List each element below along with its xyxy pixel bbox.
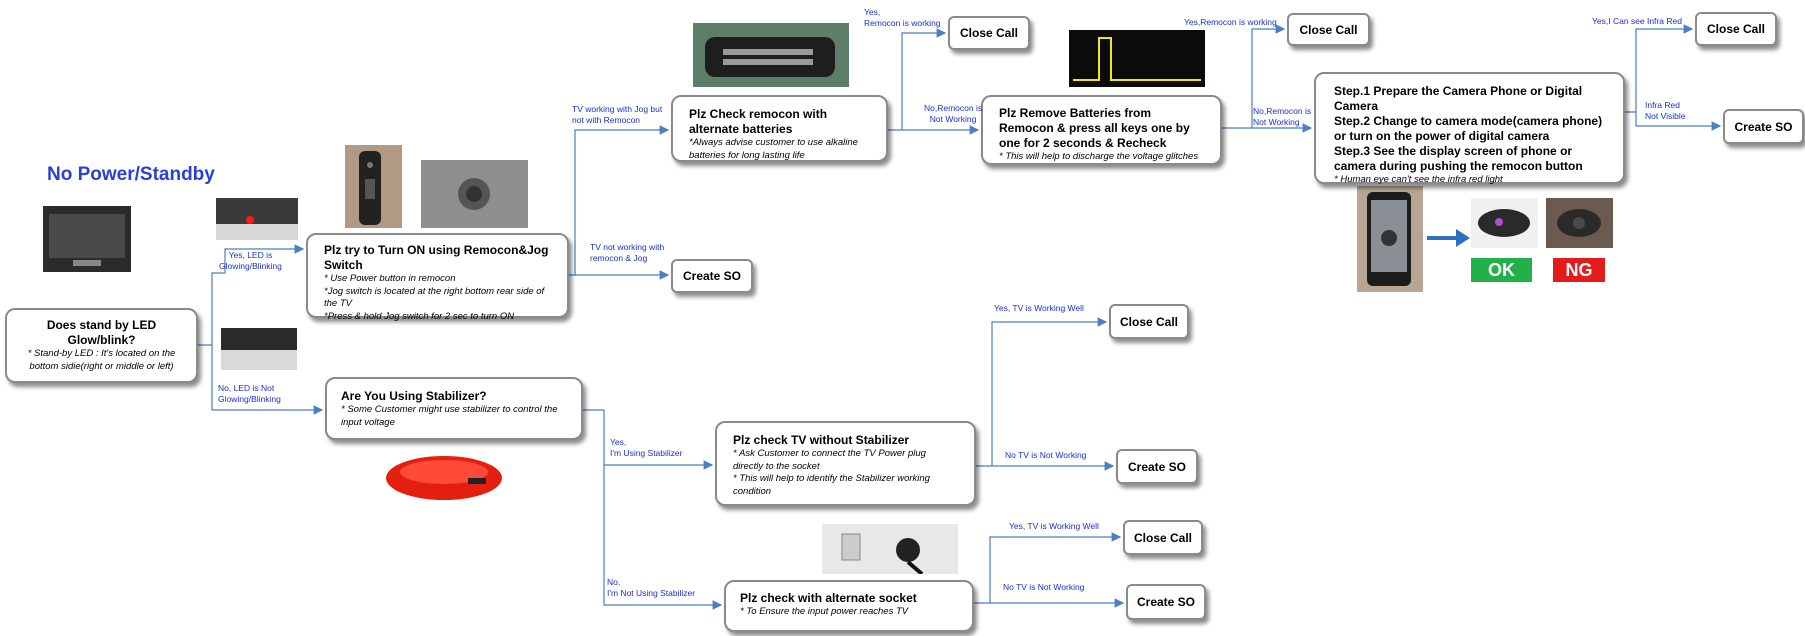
remove-batteries-node: Plz Remove Batteries from Remocon & pres… bbox=[981, 95, 1222, 165]
edge-label-stab-yes: Yes, I'm Using Stabilizer bbox=[610, 437, 683, 458]
edge-label-neither: TV not working with remocon & Jog bbox=[590, 242, 665, 263]
node-title: Plz check TV without Stabilizer bbox=[733, 433, 910, 447]
without-stabilizer-node: Plz check TV without Stabilizer * Ask Cu… bbox=[715, 421, 976, 506]
stabilizer-photo bbox=[382, 450, 510, 502]
ir-visible-photo bbox=[1471, 198, 1538, 248]
node-title: Does stand by LED Glow/blink? bbox=[46, 318, 157, 347]
stand-by-led-question: Does stand by LED Glow/blink? * Stand-by… bbox=[5, 308, 198, 383]
create-so-stabilizer: Create SO bbox=[1116, 449, 1198, 484]
step-2: Step.2 Change to camera mode(camera phon… bbox=[1334, 114, 1603, 143]
stabilizer-question-node: Are You Using Stabilizer? * Some Custome… bbox=[325, 377, 583, 440]
node-title: Plz Remove Batteries from Remocon & pres… bbox=[999, 106, 1190, 150]
remocon-battery-photo bbox=[693, 23, 849, 87]
close-call-remocon: Close Call bbox=[948, 16, 1030, 50]
ok-badge: OK bbox=[1471, 258, 1532, 282]
page-title: No Power/Standby bbox=[47, 164, 215, 185]
edge-label-ws-yes: Yes, TV is Working Well bbox=[994, 303, 1084, 313]
close-call-ir: Close Call bbox=[1695, 12, 1777, 46]
turn-on-node: Plz try to Turn ON using Remocon&Jog Swi… bbox=[306, 233, 569, 322]
edge-label-sock-no: No TV is Not Working bbox=[1003, 582, 1085, 592]
close-call-socket: Close Call bbox=[1123, 520, 1203, 555]
create-so-ir: Create SO bbox=[1723, 109, 1804, 144]
node-desc: * Some Customer might use stabilizer to … bbox=[341, 404, 558, 428]
close-call-batteries: Close Call bbox=[1287, 13, 1370, 46]
edge-label-remocon-no: No,Remocon is Not Working bbox=[924, 103, 983, 124]
create-so-remocon-jog: Create SO bbox=[671, 259, 753, 293]
alternate-socket-node: Plz check with alternate socket * To Ens… bbox=[724, 580, 974, 632]
edge-label-led-yes: Yes, LED is Glowing/Blinking bbox=[219, 250, 282, 271]
jog-switch-photo bbox=[421, 160, 528, 228]
camera-phone-photo bbox=[1357, 186, 1423, 292]
node-desc: * Use Power button in remocon *Jog switc… bbox=[324, 273, 545, 322]
close-call-stabilizer: Close Call bbox=[1109, 304, 1189, 339]
ir-not-visible-photo bbox=[1546, 198, 1613, 248]
node-title: Plz try to Turn ON using Remocon&Jog Swi… bbox=[324, 243, 549, 272]
check-remocon-node: Plz Check remocon with alternate batteri… bbox=[671, 95, 888, 162]
node-title: Plz check with alternate socket bbox=[740, 591, 917, 605]
edge-label-ir-yes: Yes,I Can see Infra Red bbox=[1592, 16, 1682, 26]
node-desc: * Ask Customer to connect the TV Power p… bbox=[733, 448, 930, 497]
node-desc: * Human eye can't see the infra red ligh… bbox=[1334, 174, 1503, 185]
node-desc: *Always advise customer to use alkaline … bbox=[689, 137, 858, 161]
node-desc: * Stand-by LED : It's located on the bot… bbox=[27, 348, 176, 372]
edge-label-ws-no: No TV is Not Working bbox=[1005, 450, 1087, 460]
tv-standby-photo bbox=[43, 206, 131, 272]
edge-label-stab-no: No, I'm Not Using Stabilizer bbox=[607, 577, 696, 598]
node-title: Plz Check remocon with alternate batteri… bbox=[689, 107, 828, 136]
remote-hand-photo bbox=[345, 145, 402, 228]
step-3: Step.3 See the display screen of phone o… bbox=[1334, 144, 1583, 173]
ng-badge: NG bbox=[1553, 258, 1605, 282]
wall-socket-photo bbox=[822, 524, 958, 574]
led-off-photo bbox=[221, 328, 297, 370]
edge-label-batteries-yes: Yes,Remocon is working bbox=[1184, 17, 1277, 27]
node-desc: * To Ensure the input power reaches TV bbox=[740, 606, 909, 617]
edge-label-batteries-no: No,Remocon is Not Working bbox=[1253, 106, 1312, 127]
voltage-pulse-chart bbox=[1069, 30, 1205, 87]
edge-label-ir-no: Infra Red Not Visible bbox=[1645, 100, 1686, 121]
edge-label-jog-only: TV working with Jog but not with Remocon bbox=[572, 104, 663, 125]
edge-label-sock-yes: Yes, TV is Working Well bbox=[1009, 521, 1099, 531]
node-title: Are You Using Stabilizer? bbox=[341, 389, 487, 403]
create-so-socket: Create SO bbox=[1126, 584, 1206, 620]
direction-arrow bbox=[1427, 229, 1470, 247]
edge-label-led-no: No, LED is Not Glowing/Blinking bbox=[218, 383, 281, 404]
node-desc: * This will help to discharge the voltag… bbox=[999, 151, 1199, 162]
edge-label-remocon-yes: Yes, Remocon is working bbox=[864, 7, 941, 28]
camera-check-node: Step.1 Prepare the Camera Phone or Digit… bbox=[1314, 72, 1625, 185]
led-glowing-photo bbox=[216, 198, 298, 240]
step-1: Step.1 Prepare the Camera Phone or Digit… bbox=[1334, 84, 1583, 113]
